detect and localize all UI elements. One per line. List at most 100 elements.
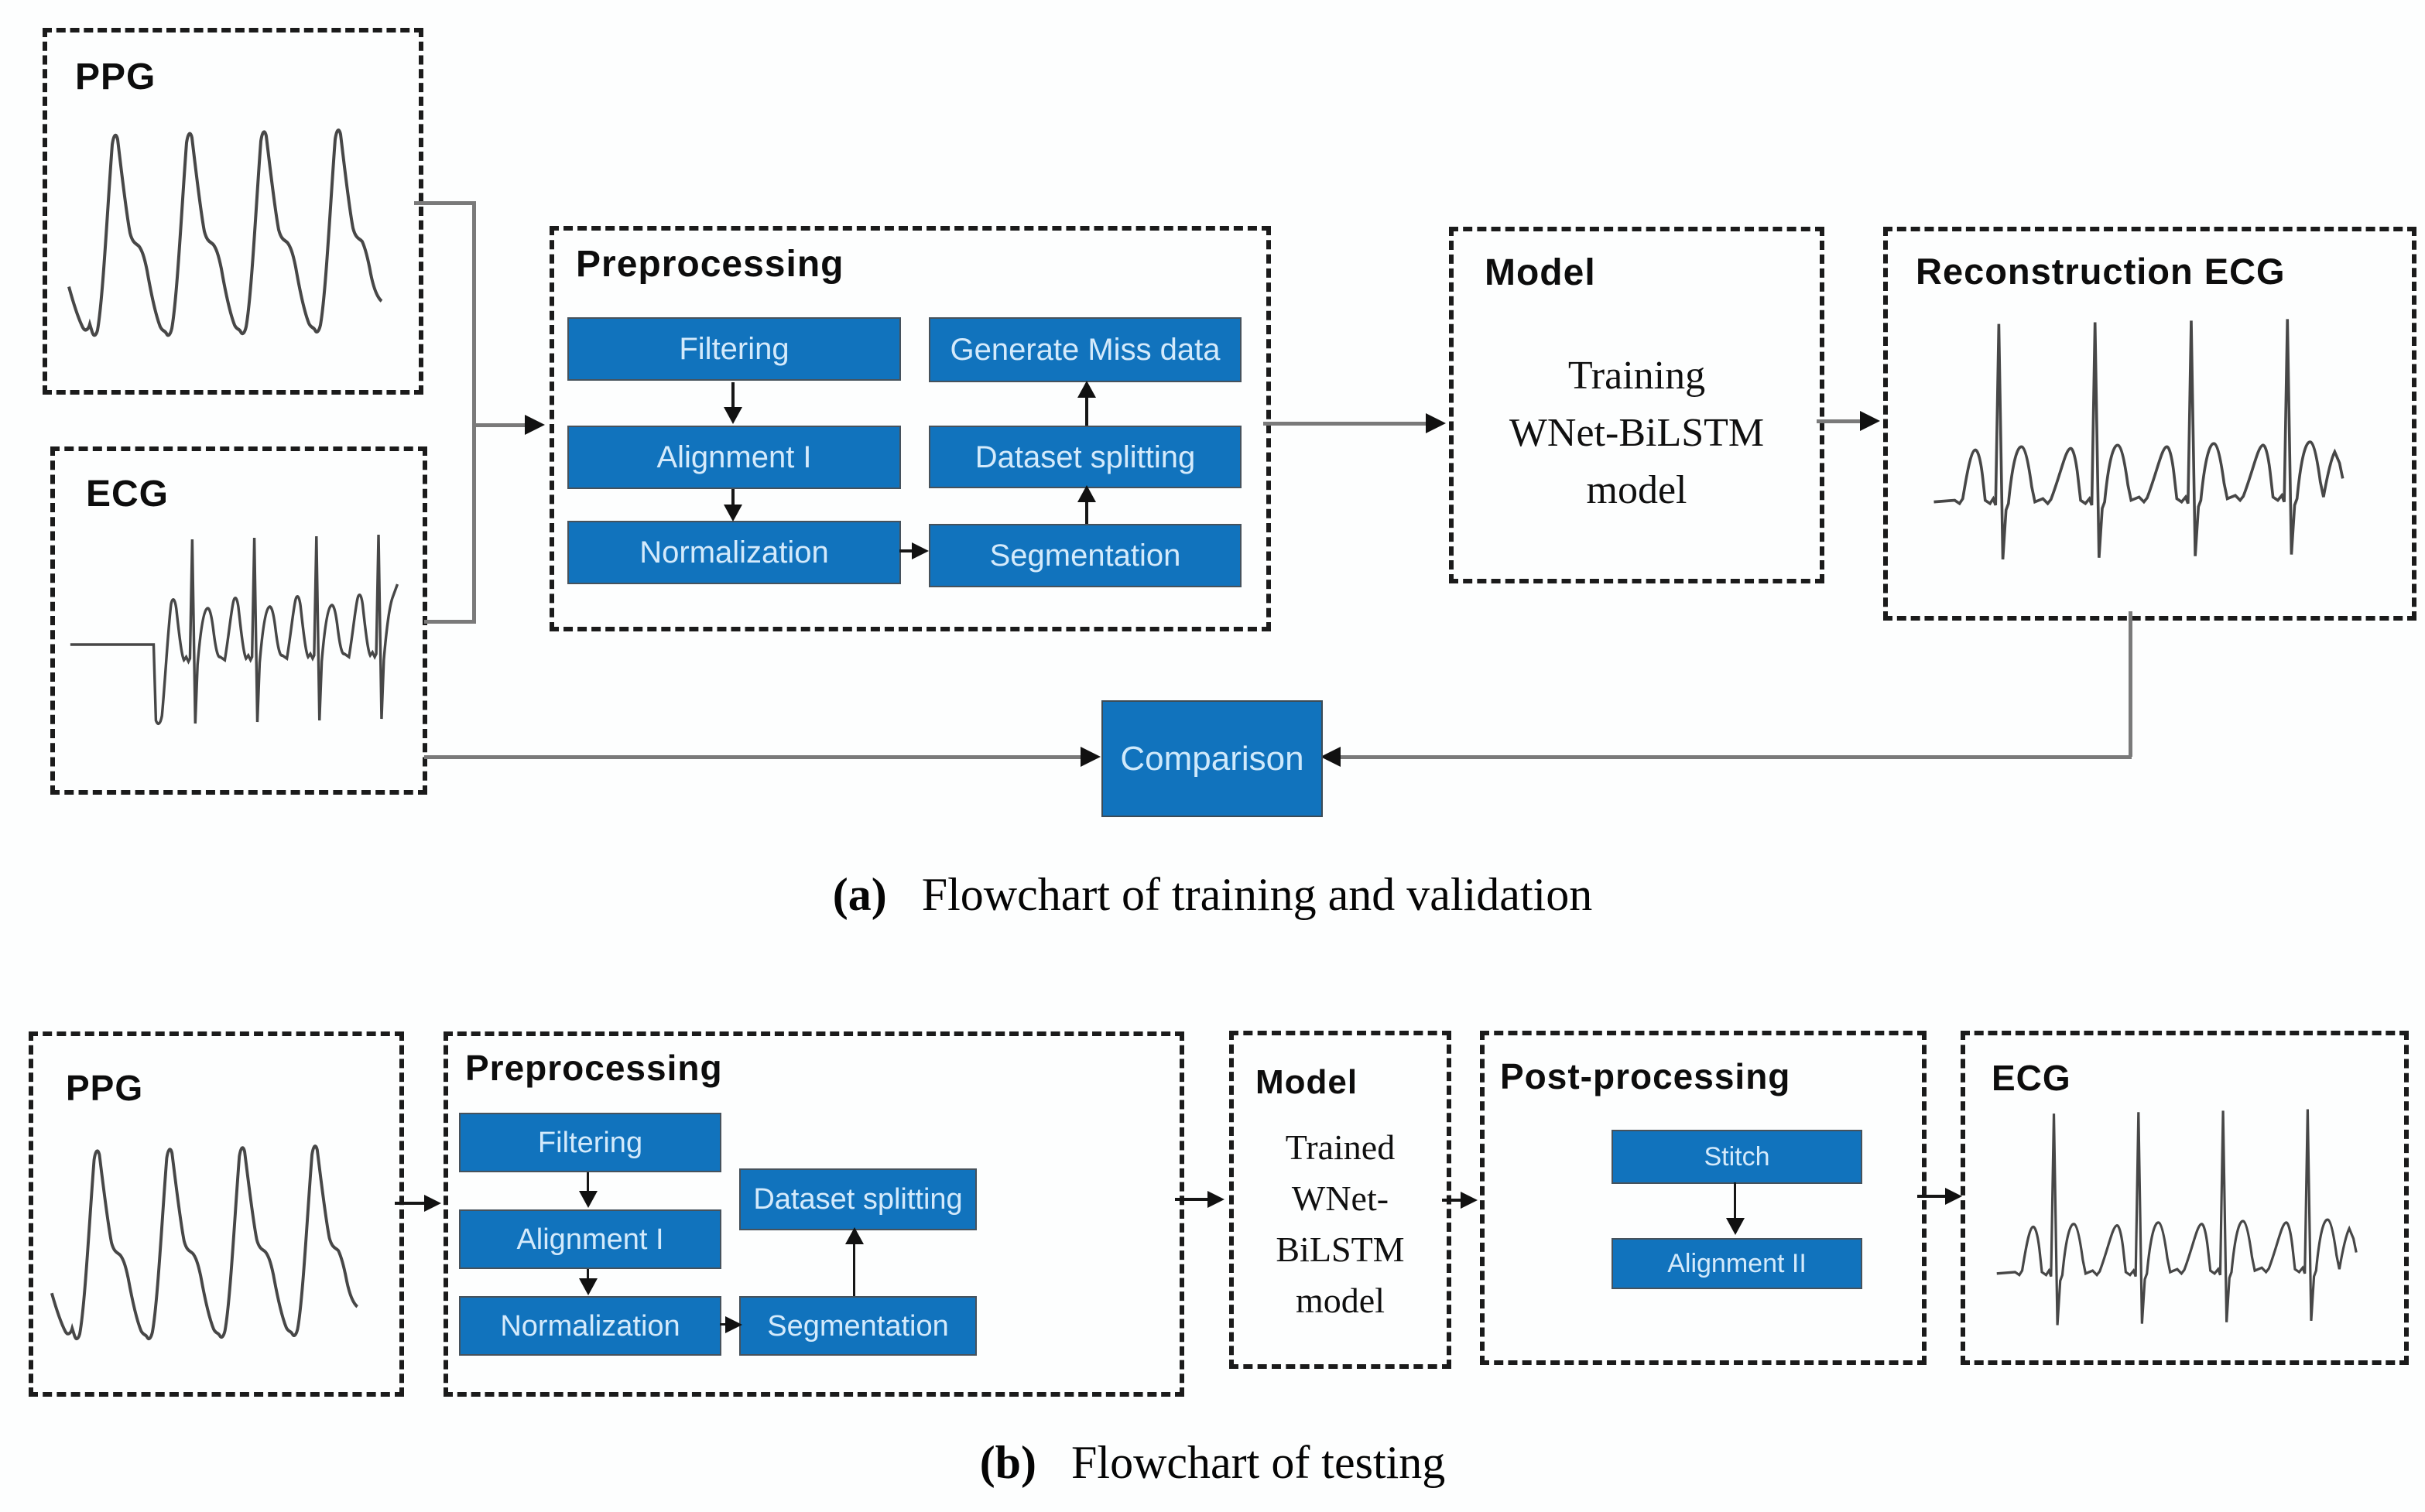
caption-a-label: (a) [832,869,887,920]
connector-reconstruction-drop [2129,611,2132,757]
panel-b-postprocessing-title: Post-processing [1500,1056,1791,1096]
panel-a-ecg-box: ECG [50,446,427,795]
panel-b-ppg-box: PPG [29,1031,404,1397]
connector-preprocessing-to-model-a [1263,422,1426,426]
panel-a-preprocessing-box: Preprocessing Filtering Alignment I Norm… [550,226,1271,631]
arrowhead-into-model-b [1207,1191,1224,1208]
step-dataset-splitting-b-label: Dataset splitting [753,1183,963,1216]
panel-a-preprocessing-title: Preprocessing [576,244,844,285]
step-segmentation-b-label: Segmentation [767,1309,949,1343]
panel-b-model-text: Trained WNet-BiLSTM model [1234,1122,1447,1326]
connector-to-preprocessing [474,423,526,427]
arrowhead-filtering-to-alignment1-b [579,1191,598,1208]
arrowhead-into-comparison-right [1320,747,1341,767]
model-a-line-2: WNet-BiLSTM [1509,411,1765,455]
step-generate-miss-data-a-label: Generate Miss data [950,333,1221,367]
arrowhead-segmentation-to-datasetsplitting-b [845,1227,864,1244]
comparison-label: Comparison [1120,739,1304,778]
model-b-line-2: WNet-BiLSTM [1276,1178,1405,1269]
arrowhead-alignment1-to-normalization [724,505,742,522]
panel-b-postprocessing-box: Post-processing Stitch Alignment II [1480,1031,1927,1365]
arrowhead-into-preprocessing [525,415,545,435]
step-generate-miss-data-a: Generate Miss data [929,317,1242,382]
model-a-line-3: model [1586,468,1687,512]
comparison-box: Comparison [1101,700,1323,817]
connector-model-to-reconstruction [1817,419,1862,423]
ppg-waveform [64,104,405,359]
step-filtering-a-label: Filtering [679,332,789,366]
arrowhead-filtering-to-alignment1 [724,407,742,424]
step-stitch-label: Stitch [1704,1142,1770,1172]
connector-postprocessing-to-ecg [1917,1195,1947,1198]
step-normalization-b: Normalization [459,1296,721,1356]
arrowhead-into-ecg-b [1945,1188,1962,1205]
step-alignment1-a: Alignment I [567,426,901,489]
arrow-alignment1-to-normalization-b [587,1269,589,1280]
panel-a-reconstruction-box: Reconstruction ECG [1883,227,2416,621]
connector-model-to-postprocessing [1442,1199,1462,1202]
arrowhead-into-model-a [1426,413,1446,433]
step-segmentation-b: Segmentation [739,1296,977,1356]
arrow-datasetsplitting-to-generatemiss [1085,398,1088,426]
step-filtering-b: Filtering [459,1113,721,1172]
caption-b-text: Flowchart of testing [1071,1437,1446,1488]
arrowhead-into-postprocessing [1461,1192,1478,1209]
step-segmentation-a: Segmentation [929,524,1242,587]
panel-b-ecg-box: ECG [1961,1031,2409,1365]
arrowhead-stitch-to-alignment2 [1726,1218,1745,1235]
model-b-line-3: model [1296,1281,1385,1320]
caption-b: (b) Flowchart of testing [0,1436,2425,1490]
arrow-segmentation-to-datasetsplitting-b [853,1243,855,1296]
arrow-normalization-to-segmentation-b [720,1323,729,1326]
panel-a-model-title: Model [1485,252,1596,293]
panel-a-model-box: Model Training WNet-BiLSTM model [1449,227,1824,583]
panel-b-preprocessing-title: Preprocessing [465,1048,723,1088]
step-normalization-a-label: Normalization [639,535,829,570]
panel-a-ecg-title: ECG [86,474,170,515]
arrow-stitch-to-alignment2 [1734,1182,1736,1220]
panel-a-ppg-title: PPG [75,56,156,97]
connector-preprocessing-to-model-b [1175,1198,1209,1201]
step-alignment1-a-label: Alignment I [656,440,812,474]
arrowhead-into-preprocessing-b [424,1195,441,1212]
panel-a-model-text: Training WNet-BiLSTM model [1454,347,1820,519]
step-alignment1-b-label: Alignment I [516,1223,664,1256]
connector-ecg-stub [424,620,475,624]
ecg-output-waveform [1987,1103,2382,1343]
step-dataset-splitting-b: Dataset splitting [739,1168,977,1230]
connector-bracket-vertical [472,201,476,624]
arrowhead-normalization-to-segmentation [912,542,929,559]
connector-ppg-stub [414,201,476,205]
arrow-segmentation-to-datasetsplitting [1085,502,1088,524]
arrow-filtering-to-alignment1 [731,382,735,409]
connector-ppg-to-preprocessing-b [395,1202,426,1205]
step-dataset-splitting-a-label: Dataset splitting [974,440,1196,474]
step-normalization-a: Normalization [567,521,901,584]
step-segmentation-a-label: Segmentation [989,539,1181,573]
panel-b-model-title: Model [1255,1063,1358,1101]
caption-b-label: (b) [979,1437,1037,1488]
panel-b-model-box: Model Trained WNet-BiLSTM model [1229,1031,1451,1369]
panel-a-ppg-box: PPG [43,28,423,395]
connector-reconstruction-to-comparison [1341,755,2132,759]
caption-a-text: Flowchart of training and validation [921,869,1593,920]
arrowhead-datasetsplitting-to-generatemiss [1077,381,1096,398]
arrowhead-into-comparison-left [1081,747,1101,767]
model-b-line-1: Trained [1285,1127,1396,1167]
arrow-normalization-to-segmentation [899,549,913,552]
panel-a-reconstruction-title: Reconstruction ECG [1916,251,2286,292]
step-alignment1-b: Alignment I [459,1209,721,1269]
step-dataset-splitting-a: Dataset splitting [929,426,1242,488]
model-a-line-1: Training [1567,354,1706,398]
arrowhead-alignment1-to-normalization-b [579,1278,598,1295]
reconstruction-ecg-waveform [1923,313,2372,580]
arrowhead-into-reconstruction [1860,411,1880,431]
panel-b-ecg-title: ECG [1992,1058,2071,1098]
panel-b-preprocessing-box: Preprocessing Filtering Alignment I Norm… [444,1031,1184,1397]
step-stitch: Stitch [1612,1130,1862,1184]
ppg-waveform-b [47,1121,380,1361]
step-alignment2: Alignment II [1612,1238,1862,1289]
step-filtering-a: Filtering [567,317,901,381]
step-normalization-b-label: Normalization [500,1309,680,1343]
